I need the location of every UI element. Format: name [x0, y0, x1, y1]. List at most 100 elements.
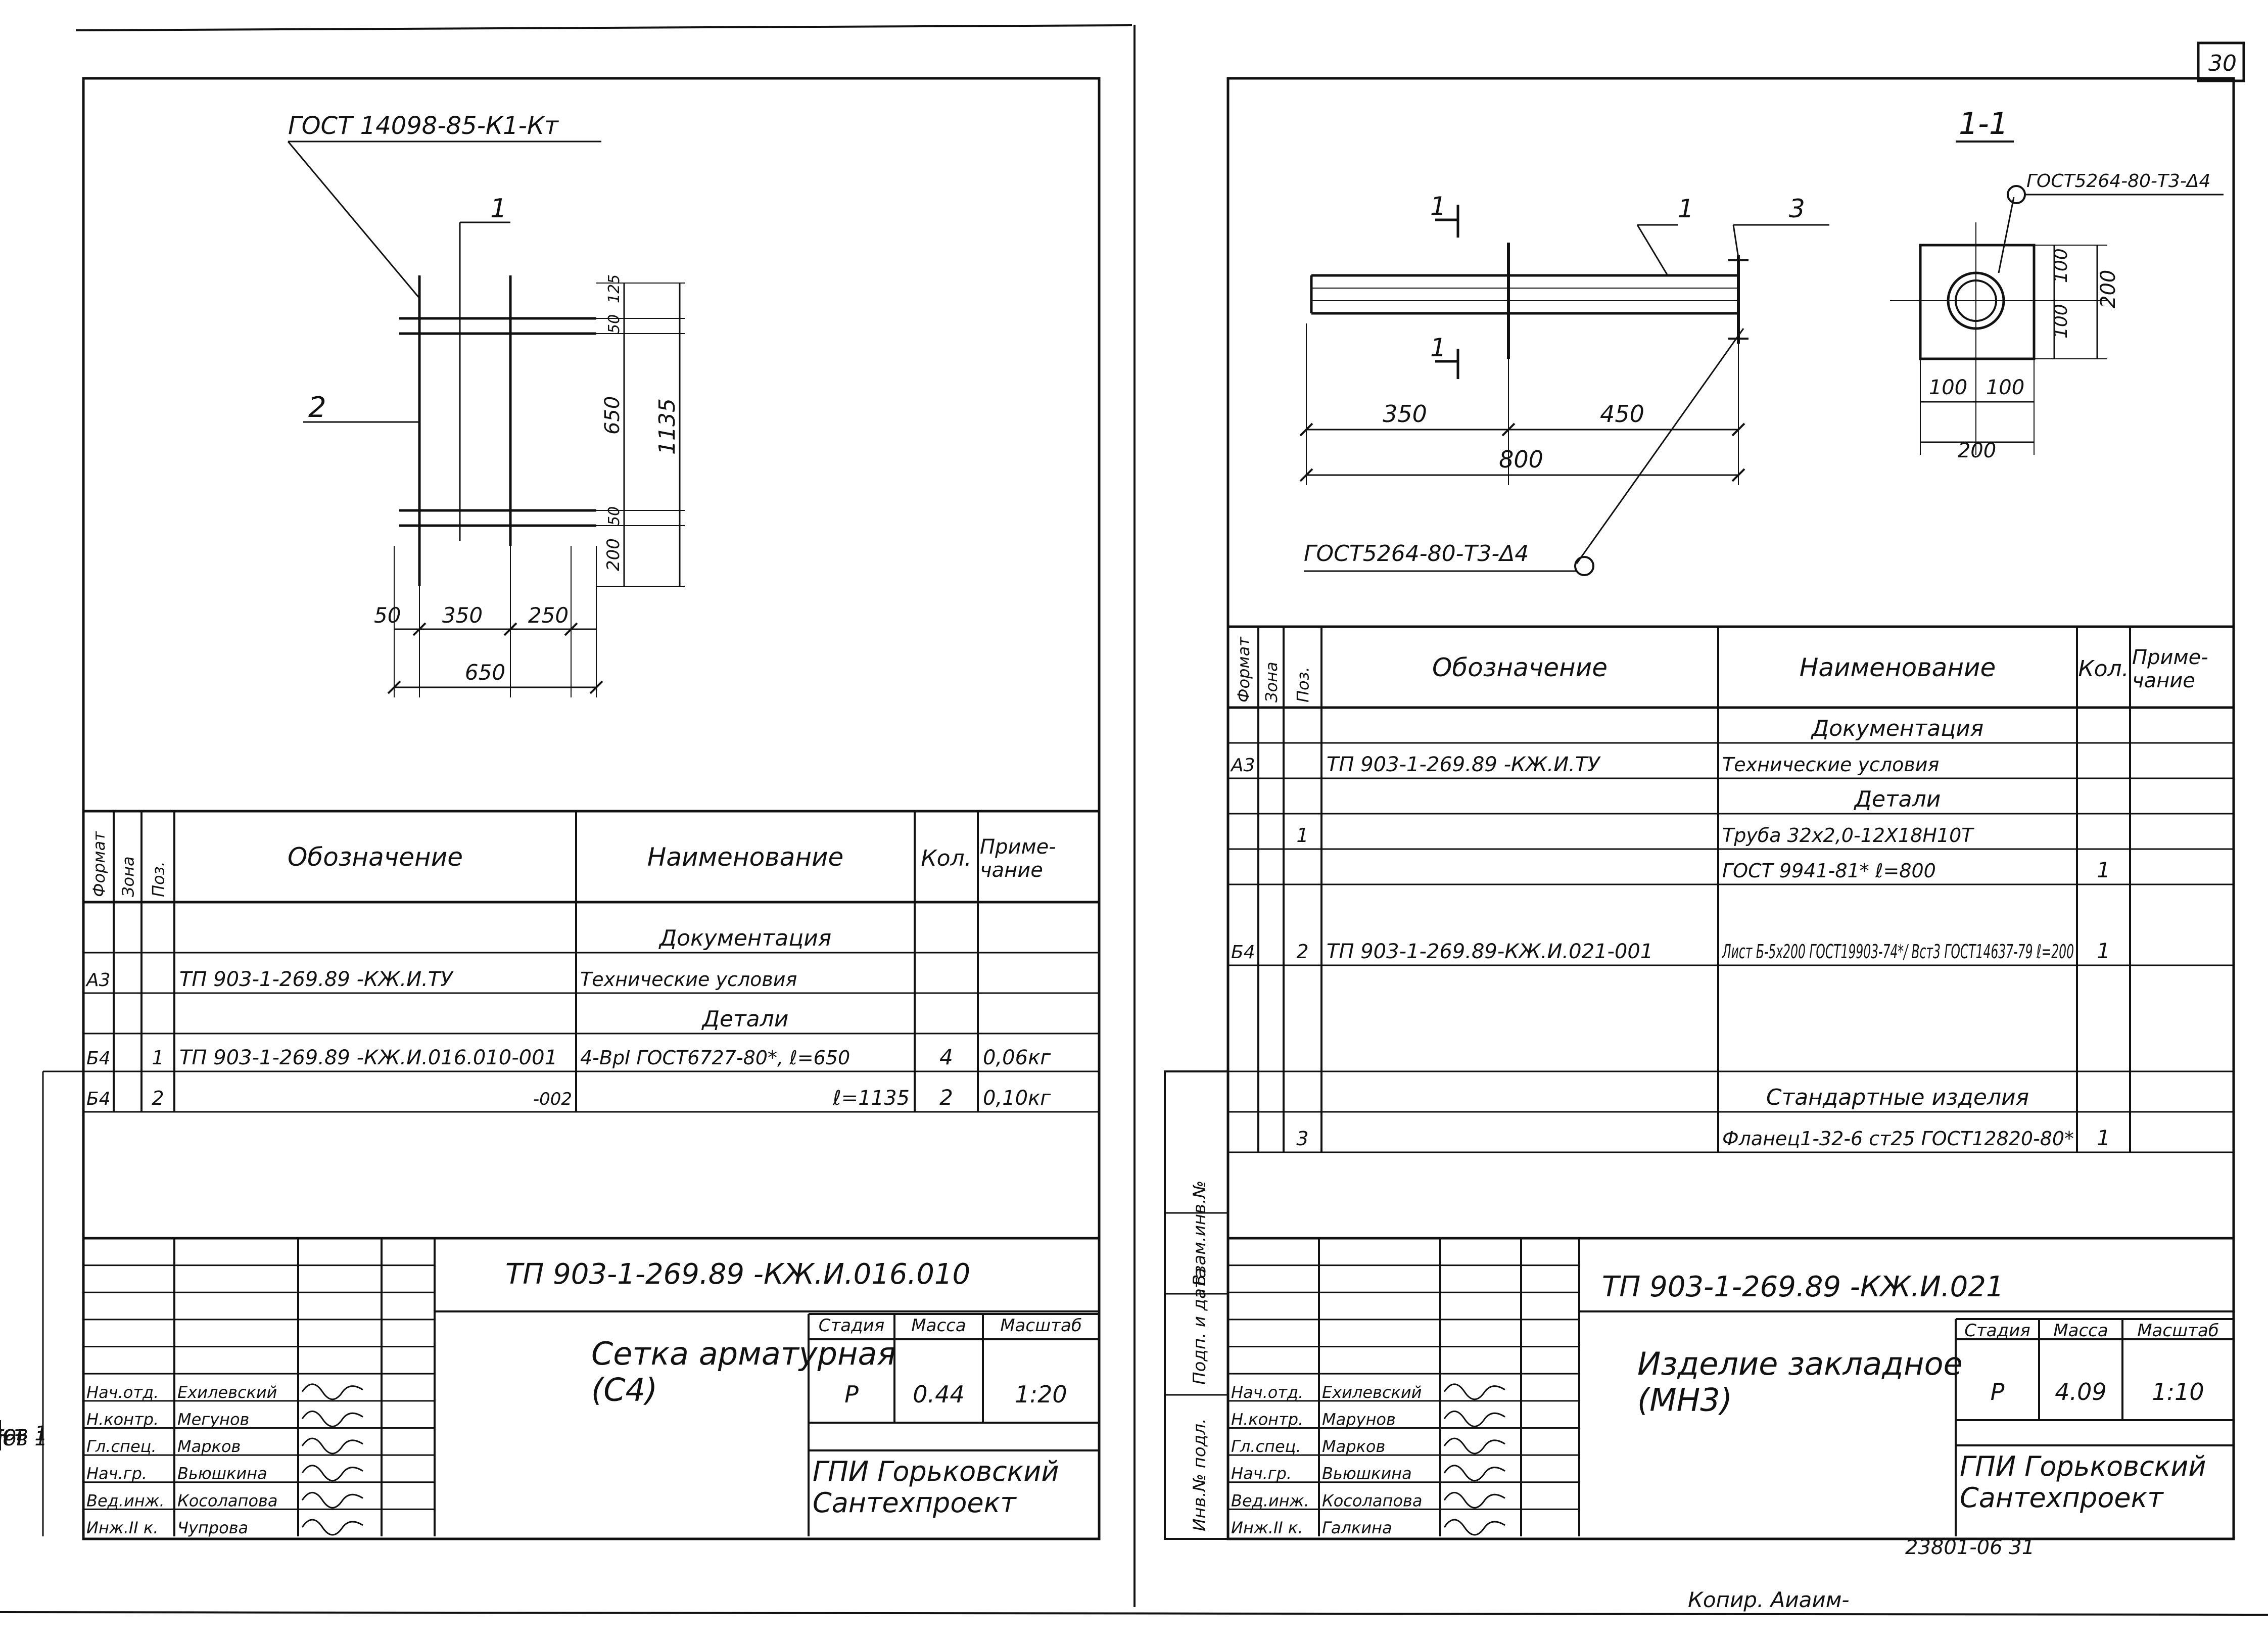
copier-note: Копир. Аиаим-: [1688, 1587, 1850, 1612]
dim-text: 50: [374, 603, 401, 628]
row-format: А3: [1230, 755, 1255, 776]
gost-label: ГОСТ5264-80-Т3-Δ4: [1304, 541, 1529, 567]
dim-text: 50: [605, 506, 623, 526]
value-stage: Р: [1991, 1378, 2005, 1405]
role-label: Гл.спец.: [1231, 1437, 1301, 1456]
dim-text: 250: [528, 603, 569, 628]
col-designation: Обозначение: [1432, 653, 1608, 682]
person-name: Косолапова: [1322, 1491, 1423, 1510]
dim-tick: [412, 622, 427, 636]
col-note-line: Приме-: [980, 835, 1056, 859]
dim-text: 800: [1499, 446, 1543, 473]
row-name: Фланец1-32-6 ст25 ГОСТ12820-80*: [1722, 1128, 2074, 1150]
cut-label: 1: [1430, 192, 1446, 221]
dim-tick: [503, 622, 517, 636]
label-sheet: Лист: [0, 1427, 26, 1450]
gost-label: ГОСТ5264-80-Т3-Δ4: [2026, 171, 2210, 192]
signature: [301, 1383, 363, 1400]
label-sheets: Листов 1: [0, 1422, 48, 1445]
label-scale: Масштаб: [1000, 1316, 1082, 1336]
pos-label: 3: [1789, 194, 1805, 223]
pos-label: 1: [490, 194, 507, 224]
dim-text: 200: [1958, 439, 1996, 462]
role-label: Инж.II к.: [1231, 1518, 1303, 1537]
signature: [301, 1437, 363, 1455]
col-format: Формат: [89, 831, 109, 897]
row-name: Технические условия: [1722, 754, 1939, 776]
signature: [301, 1519, 363, 1536]
value-scale: 1:10: [2152, 1378, 2204, 1405]
person-name: Галкина: [1322, 1518, 1392, 1537]
role-label: Вед.инж.: [86, 1491, 165, 1510]
organization-line: ГПИ Горьковский: [813, 1456, 1059, 1487]
leader-weld-top: [1998, 197, 2015, 273]
col-note: Приме-чание: [2132, 646, 2208, 692]
row-name: Труба 32х2,0-12Х18Н10Т: [1722, 824, 1974, 847]
value-stage: Р: [844, 1381, 859, 1408]
role-label: Н.контр.: [1231, 1410, 1303, 1429]
label-mass: Масса: [911, 1316, 966, 1336]
role-label: Нач.отд.: [1231, 1383, 1303, 1402]
col-pos: Поз.: [1294, 667, 1313, 702]
person-name: Мегунов: [177, 1410, 249, 1429]
doc-title-line: (МН3): [1637, 1381, 1732, 1418]
row-pos: 2: [1296, 941, 1308, 963]
col-format: Формат: [1234, 636, 1253, 702]
row-section-heading: Стандартные изделия: [1766, 1085, 2029, 1110]
leader-pos3: [1732, 224, 1739, 258]
row-qty: 1: [2097, 1125, 2110, 1150]
dim-tick: [589, 680, 603, 694]
person-name: Ехилевский: [1322, 1383, 1422, 1402]
page-number-box: [2197, 41, 2245, 82]
dim-tick: [1731, 423, 1745, 437]
col-note-line: Приме-: [2132, 646, 2208, 669]
col-note-line: чание: [2132, 669, 2195, 692]
label-mass: Масса: [2053, 1321, 2108, 1341]
doc-code: ТП 903-1-269.89 -КЖ.И.021: [1602, 1271, 2004, 1303]
row-designation: ТП 903-1-269.89 -КЖ.И.ТУ: [1327, 753, 1601, 776]
role-label: Гл.спец.: [86, 1437, 157, 1456]
row-section-heading: Детали: [701, 1006, 789, 1032]
dim-tick: [1731, 468, 1745, 482]
signature: [301, 1410, 363, 1427]
dim-text: 100: [2051, 304, 2071, 339]
col-name: Наименование: [1800, 653, 1996, 682]
signature: [1443, 1383, 1505, 1400]
role-label: Вед.инж.: [1231, 1491, 1309, 1510]
label-stage: Стадия: [1964, 1321, 2030, 1341]
col-qty: Кол.: [921, 846, 971, 871]
static-linework: [0, 24, 2268, 1616]
role-label: Инж.II к.: [86, 1518, 158, 1537]
col-pos: Поз.: [149, 861, 168, 897]
organization-line: Сантехпроект: [1960, 1482, 2164, 1514]
role-label: Н.контр.: [86, 1410, 159, 1429]
row-designation: -002: [533, 1089, 572, 1109]
col-zone: Зона: [119, 856, 138, 897]
row-name: 4-ВрI ГОСТ6727-80*, ℓ=650: [580, 1047, 850, 1069]
signature: [1443, 1465, 1505, 1482]
doc-title: Изделие закладное(МН3): [1637, 1345, 1963, 1418]
row-qty: 4: [939, 1045, 953, 1069]
dim-text: 450: [1600, 400, 1644, 428]
side-label: Инв.№ подл.: [1190, 1418, 1210, 1531]
leader-weld: [1576, 328, 1744, 564]
col-note: Приме-чание: [980, 835, 1056, 882]
col-zone: Зона: [1262, 662, 1281, 702]
signature: [1443, 1519, 1505, 1536]
leader-pos1: [1636, 224, 1669, 276]
person-name: Марков: [1322, 1437, 1385, 1456]
organization-line: Сантехпроект: [813, 1487, 1017, 1519]
value-mass: 0.44: [913, 1381, 964, 1408]
row-format: Б4: [86, 1048, 111, 1069]
label-sheet: Лист: [0, 1422, 26, 1445]
dim-tick: [564, 622, 578, 636]
dim-tick: [387, 680, 401, 694]
row-qty: 1: [2097, 939, 2110, 963]
row-section-heading: Документация: [1811, 716, 1984, 741]
section-label: 1-1: [1959, 106, 2008, 142]
pos-label: 2: [308, 391, 326, 424]
doc-title-line: (С4): [591, 1371, 657, 1408]
